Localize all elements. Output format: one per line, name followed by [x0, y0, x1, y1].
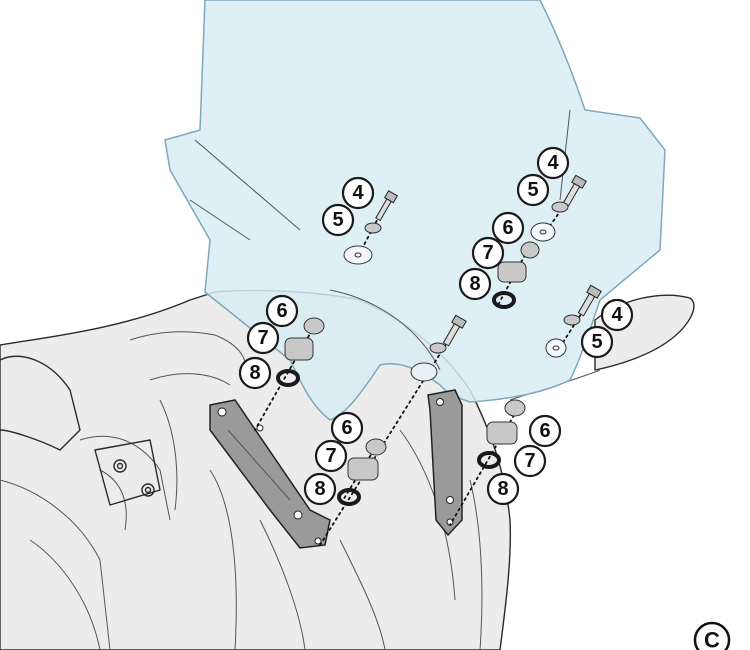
svg-text:8: 8 — [249, 362, 260, 384]
callout-6-a: 6 — [491, 211, 525, 245]
bolts — [375, 174, 602, 347]
svg-text:7: 7 — [482, 242, 493, 264]
svg-text:5: 5 — [591, 331, 602, 353]
callout-7-a: 7 — [471, 236, 505, 270]
callout-7-c: 7 — [314, 439, 348, 473]
callout-8-a: 8 — [458, 267, 492, 301]
callout-6-b: 6 — [265, 294, 299, 328]
bolt-3 — [577, 284, 602, 317]
left-mount-bracket — [209, 399, 331, 549]
svg-text:5: 5 — [332, 209, 343, 231]
svg-text:7: 7 — [257, 327, 268, 349]
bolt-2 — [562, 174, 587, 207]
svg-text:7: 7 — [524, 450, 535, 472]
svg-text:6: 6 — [539, 420, 550, 442]
callout-8-c: 8 — [303, 472, 337, 506]
callout-4-b: 4 — [536, 146, 570, 180]
svg-text:4: 4 — [547, 152, 559, 174]
callout-7-b: 7 — [246, 321, 280, 355]
callout-4-a: 4 — [341, 176, 375, 210]
callout-5-b: 5 — [516, 173, 550, 207]
callouts: 4 5 4 5 6 7 8 4 5 6 7 8 6 7 8 6 7 8 — [238, 146, 634, 506]
callout-5-c: 5 — [580, 325, 614, 359]
callout-6-c: 6 — [330, 411, 364, 445]
svg-text:4: 4 — [352, 182, 364, 204]
page-letter-badge: C — [693, 621, 731, 650]
bolt-1 — [375, 190, 399, 222]
svg-text:6: 6 — [341, 417, 352, 439]
callout-7-d: 7 — [513, 444, 547, 478]
bolt-4 — [442, 314, 467, 347]
svg-text:8: 8 — [469, 273, 480, 295]
callout-5-a: 5 — [321, 203, 355, 237]
svg-text:7: 7 — [325, 445, 336, 467]
callout-4-c: 4 — [600, 298, 634, 332]
callout-8-b: 8 — [238, 356, 272, 390]
svg-text:4: 4 — [611, 304, 623, 326]
svg-text:C: C — [704, 628, 720, 650]
svg-text:8: 8 — [314, 478, 325, 500]
svg-text:6: 6 — [276, 300, 287, 322]
svg-text:5: 5 — [527, 179, 538, 201]
callout-6-d: 6 — [528, 414, 562, 448]
svg-text:6: 6 — [502, 217, 513, 239]
washers-spacers — [276, 201, 581, 506]
callout-8-d: 8 — [486, 472, 520, 506]
svg-text:8: 8 — [497, 478, 508, 500]
